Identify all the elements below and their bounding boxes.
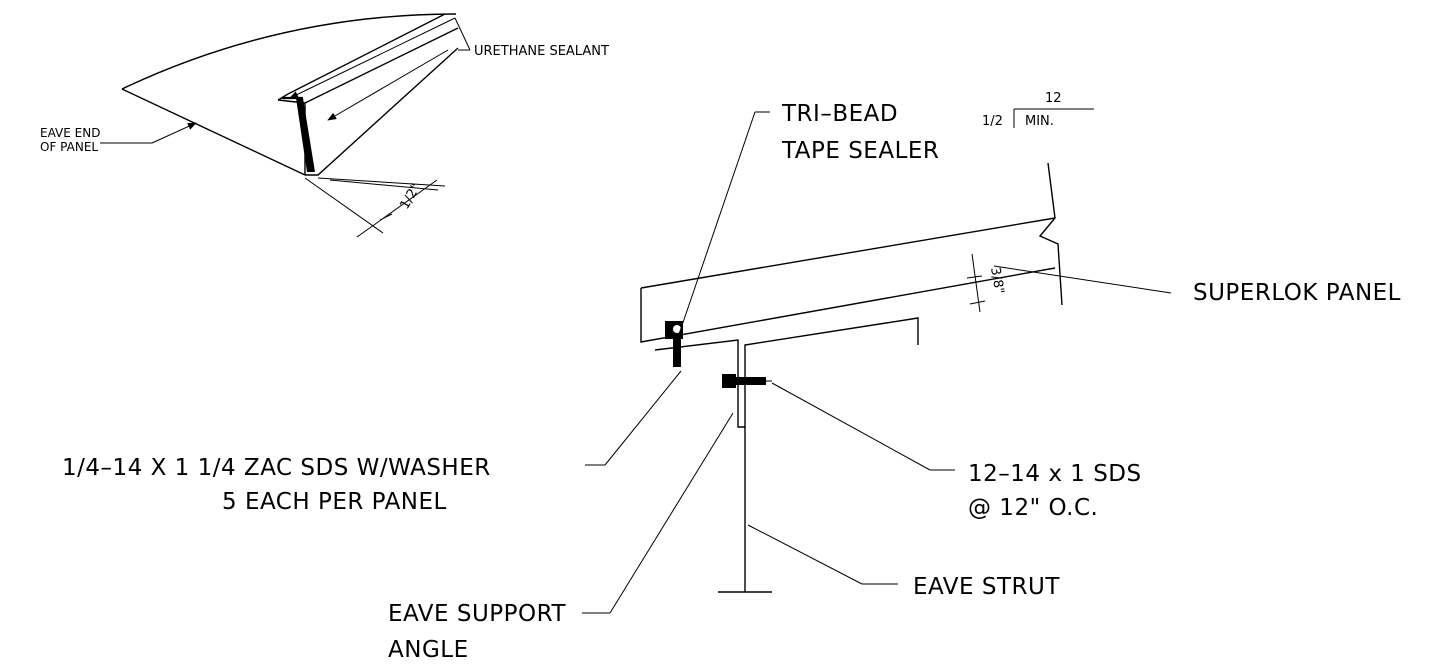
tri-bead-label-2: TAPE SEALER [781, 138, 939, 164]
dim-extension-2 [304, 177, 384, 234]
sealant-leader-upper [289, 17, 456, 99]
panel-eave-edge [121, 88, 306, 176]
eave-end-label-2: OF PANEL [40, 140, 98, 154]
dim-three-eighths-label: 3/8" [987, 266, 1006, 295]
zac-sds-label-2: 5 EACH PER PANEL [222, 489, 447, 515]
eave-support-label-2: ANGLE [388, 637, 469, 663]
eave-strut-label: EAVE STRUT [913, 574, 1060, 600]
dim-extension [317, 177, 446, 187]
sealant-leader-lower [327, 49, 449, 121]
sds-fastener [722, 374, 772, 388]
slope-run-label: 12 [1045, 91, 1062, 106]
eave-end-label-1: EAVE END [40, 126, 100, 140]
zac-sds-leader [604, 370, 682, 466]
inset-panel-view: URETHANE SEALANT EAVE END OF PANEL 1/2" [40, 13, 609, 238]
superlok-panel-label: SUPERLOK PANEL [1193, 280, 1401, 306]
eave-strut-leader [747, 524, 863, 585]
dim-line [356, 179, 438, 238]
panel-curved-edge [121, 13, 457, 90]
urethane-sealant-bead [296, 98, 315, 172]
eave-support-angle [654, 317, 919, 428]
panel-break-line [1038, 162, 1063, 306]
eave-support-label-1: EAVE SUPPORT [388, 601, 566, 627]
urethane-sealant-label: URETHANE SEALANT [474, 44, 609, 59]
main-section-view: SUPERLOK PANEL 3/8" TRI–BEAD TAPE SEALER… [62, 91, 1401, 663]
tri-bead-leader [676, 111, 756, 341]
superlok-leader [993, 265, 1172, 294]
eave-support-leader [609, 412, 734, 614]
slope-min-label: MIN. [1025, 114, 1054, 129]
zac-sds-fastener [665, 321, 683, 367]
dim-half-inch-label: 1/2" [397, 181, 423, 212]
panel-front-edge [305, 47, 459, 176]
sds-label-2: @ 12" O.C. [968, 495, 1098, 521]
tri-bead-label-1: TRI–BEAD [781, 101, 898, 127]
sds-leader [771, 382, 931, 471]
zac-sds-label-1: 1/4–14 X 1 1/4 ZAC SDS W/WASHER [62, 455, 491, 481]
sds-label-1: 12–14 x 1 SDS [968, 461, 1142, 487]
slope-rise-label: 1/2 [982, 114, 1003, 129]
superlok-panel-outline [640, 217, 1056, 343]
